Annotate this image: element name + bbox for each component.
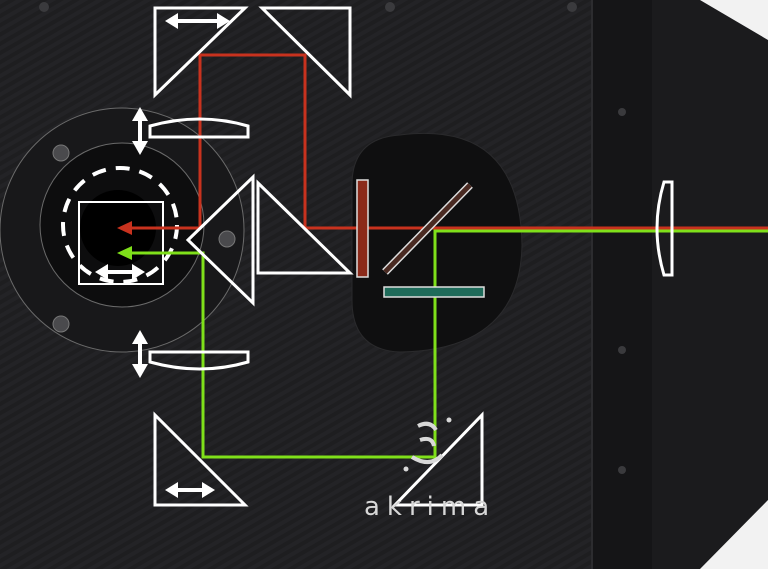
red-arrowhead-icon xyxy=(117,221,132,235)
rotation-dashed-circle xyxy=(61,166,179,284)
background-corner xyxy=(700,500,768,569)
lens-right xyxy=(655,180,674,277)
logo-text: akrima xyxy=(364,492,496,522)
side-panel xyxy=(592,0,652,569)
screws xyxy=(39,2,626,474)
green-beam-path xyxy=(130,229,768,459)
sensor-square xyxy=(78,201,164,285)
eyepiece-housing xyxy=(652,0,768,569)
ring-screws xyxy=(52,144,236,333)
prism-center-right xyxy=(256,179,354,275)
vertical-adjust-arrow-icon xyxy=(132,330,148,378)
green-filter xyxy=(383,286,485,298)
prism-top-right xyxy=(258,6,352,99)
horizontal-adjust-arrow-icon xyxy=(95,264,145,280)
lens-top xyxy=(148,117,250,139)
akrima-logo: akrima xyxy=(364,417,496,522)
prism-bottom-left xyxy=(153,411,249,507)
dichroic-mirror xyxy=(383,183,472,274)
red-filter xyxy=(356,179,369,278)
red-beam-path xyxy=(130,53,768,230)
vertical-adjust-arrow-icon xyxy=(132,107,148,155)
green-arrowhead-icon xyxy=(117,246,132,260)
background-corner xyxy=(700,0,768,40)
prism-top-left xyxy=(153,6,249,99)
horizontal-adjust-arrow-icon xyxy=(165,482,215,498)
horizontal-adjust-arrow-icon xyxy=(165,13,230,29)
logo-mark-icon xyxy=(410,421,444,464)
prism-center-left xyxy=(185,173,255,307)
lens-bottom xyxy=(148,350,250,371)
